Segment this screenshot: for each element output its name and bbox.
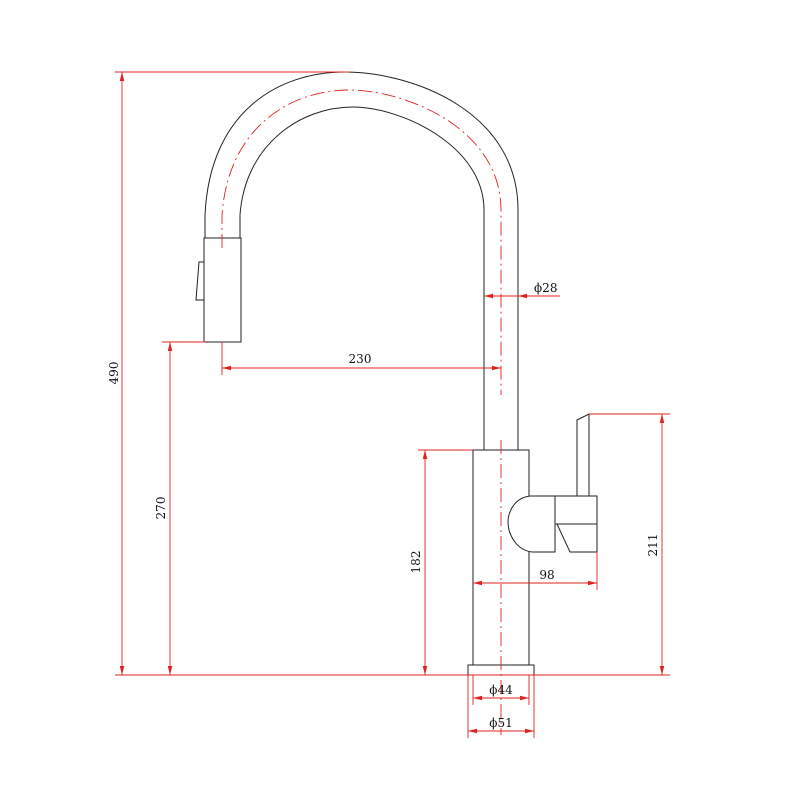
spout-diameter-label: ϕ28: [534, 281, 557, 295]
spray-head: [203, 237, 242, 343]
total-height-label: 490: [107, 362, 121, 385]
mixer-lever-base: [556, 523, 598, 553]
handle-reach-label: 98: [539, 568, 554, 582]
base-diameter-label: ϕ51: [489, 716, 512, 730]
spout-centerline: [221, 89, 502, 395]
spray-trigger: [195, 261, 205, 301]
spout-inner-edge: [239, 106, 485, 450]
handle-height-label: 211: [646, 534, 660, 557]
dimension-lines: 490 270 182 230 ϕ28 211 98 ϕ44: [107, 71, 670, 738]
mixer-lever-handle: [576, 413, 590, 497]
spout-outer-edge: [204, 71, 519, 450]
spout-height-label: 270: [154, 497, 168, 520]
inner-base-diameter-label: ϕ44: [489, 683, 513, 697]
mixer-knob: [507, 495, 556, 553]
mixer-cartridge: [554, 495, 598, 525]
center-lines: [221, 89, 502, 735]
body-height-label: 182: [409, 551, 423, 574]
faucet-outline: [195, 71, 598, 676]
reach-label: 230: [349, 352, 372, 366]
